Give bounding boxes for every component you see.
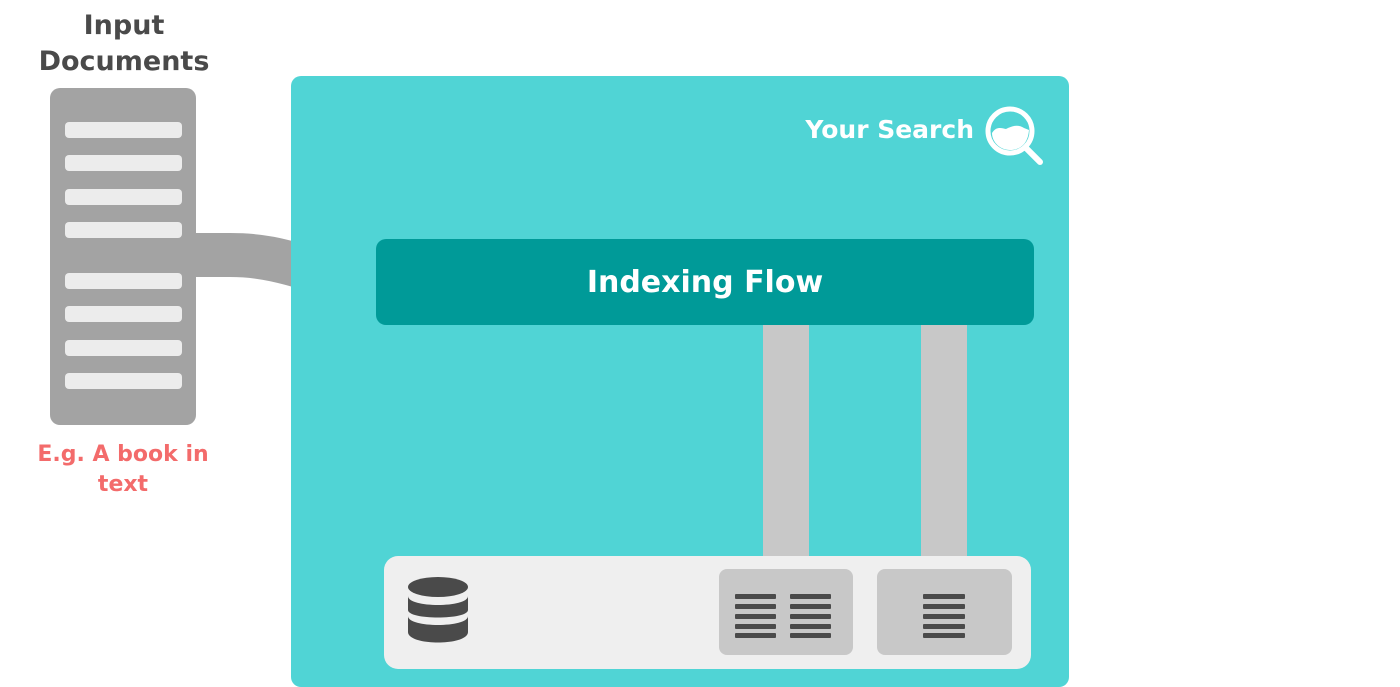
document-line xyxy=(65,306,182,322)
document-stack xyxy=(50,88,196,425)
input-documents-title: Input Documents xyxy=(38,10,210,77)
index-line xyxy=(923,624,965,629)
index-line xyxy=(735,633,776,638)
document-line xyxy=(65,155,182,171)
flow-to-index-pipe xyxy=(763,325,809,570)
magnifier-icon xyxy=(985,106,1043,165)
document-line xyxy=(65,340,182,356)
document-line xyxy=(65,222,182,238)
document-line xyxy=(65,122,182,138)
index-line xyxy=(735,594,776,599)
index-line xyxy=(735,604,776,609)
database-icon xyxy=(408,577,468,643)
index-line xyxy=(735,624,776,629)
document-line xyxy=(65,373,182,389)
index-line xyxy=(923,614,965,619)
document-line xyxy=(65,189,182,205)
index-line xyxy=(790,594,831,599)
index-line xyxy=(923,594,965,599)
indexing-flow-box: Indexing Flow xyxy=(376,239,1034,325)
index-line xyxy=(923,604,965,609)
index-line xyxy=(790,633,831,638)
your-search-label: Your Search xyxy=(805,115,974,144)
index-line xyxy=(923,633,965,638)
index-line xyxy=(790,604,831,609)
index-line xyxy=(735,614,776,619)
indexing-flow-label: Indexing Flow xyxy=(586,264,824,300)
index-line xyxy=(790,614,831,619)
document-line xyxy=(65,273,182,289)
index-line xyxy=(790,624,831,629)
flow-to-index-pipe xyxy=(921,325,967,570)
index-block xyxy=(877,569,1012,655)
index-block xyxy=(719,569,853,655)
input-caption: E.g. A book in text xyxy=(37,442,209,497)
